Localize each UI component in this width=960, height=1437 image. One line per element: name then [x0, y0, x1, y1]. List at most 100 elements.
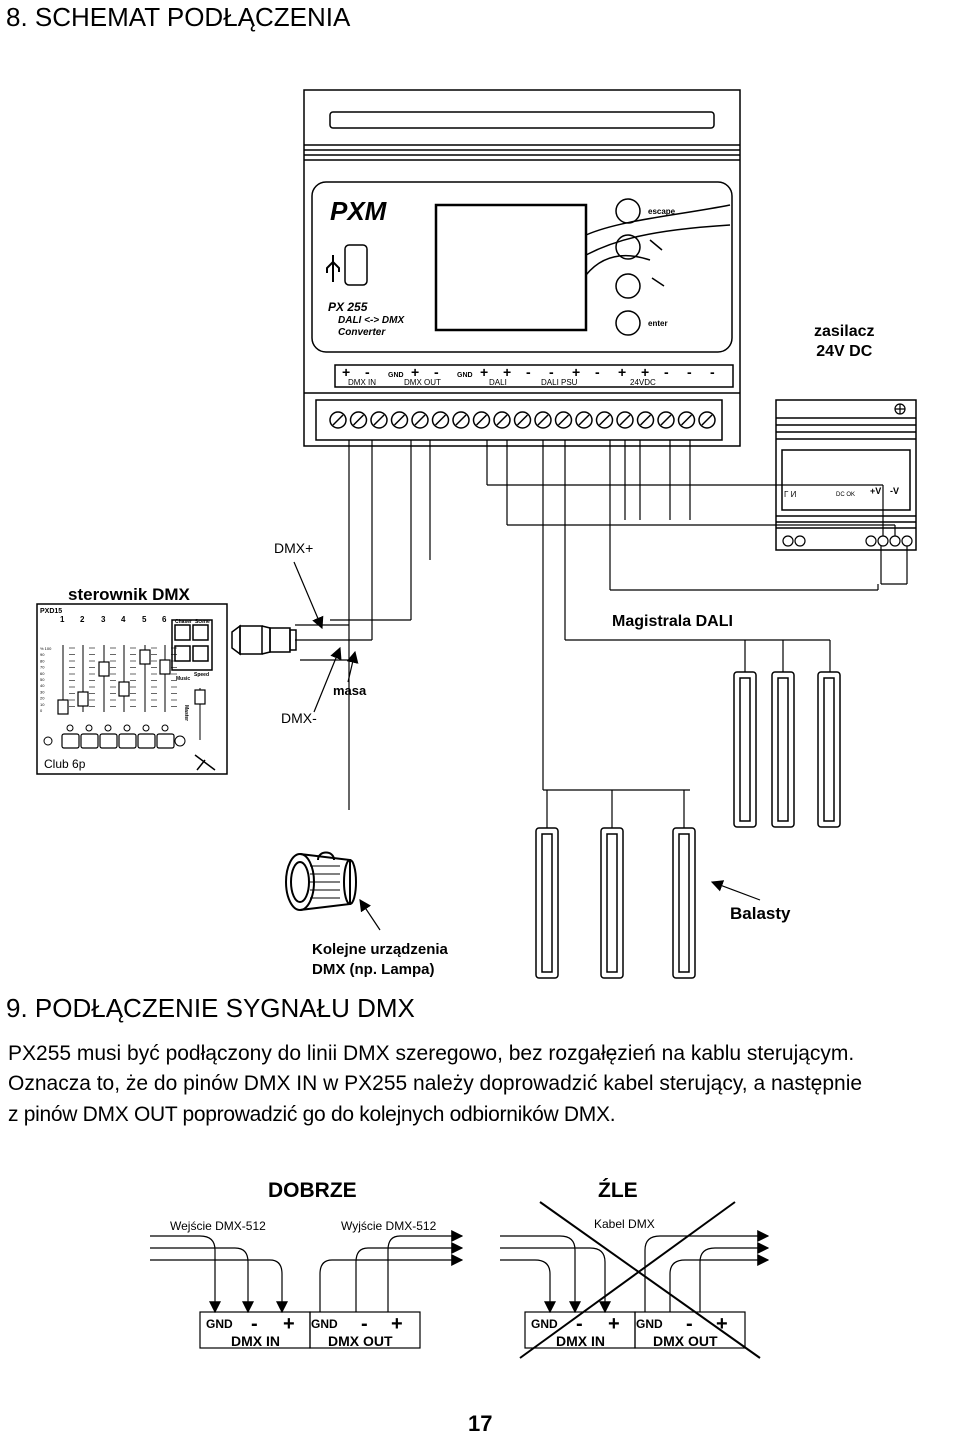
good-output-label: Wyjście DMX-512 — [341, 1219, 437, 1233]
channel-button — [61, 733, 80, 749]
kolejne-label: Kolejne urządzenia DMX (np. Lampa) — [312, 941, 448, 978]
fader-knob — [57, 699, 69, 715]
scale-label: % 100 — [40, 646, 52, 651]
pin-label: - — [251, 1313, 258, 1335]
good-dmx-out: DMX OUT — [328, 1333, 393, 1349]
terminal-screws — [329, 411, 716, 429]
terminal-top-label: - — [549, 364, 554, 380]
ballasts-bus — [535, 671, 841, 979]
psu-plusv-label: +V — [870, 486, 881, 496]
controller-model: PXD15 — [40, 608, 62, 615]
bad-pins: GND-+GND-+ — [531, 1313, 728, 1335]
cross-icon — [519, 1201, 761, 1359]
scale-label: 50 — [40, 677, 45, 682]
fader-knob — [118, 681, 130, 697]
bad-title: ŹLE — [598, 1179, 638, 1202]
channel-button — [80, 733, 99, 749]
controller-chaser: Chaser — [175, 619, 192, 625]
dmx-minus-label: DMX- — [281, 710, 317, 726]
good-input-label: Wejście DMX-512 — [170, 1219, 266, 1233]
pin-label: + — [716, 1313, 728, 1335]
magistrala-label: Magistrala DALI — [612, 613, 733, 630]
enter-label: enter — [648, 319, 668, 328]
channel-button — [118, 733, 137, 749]
paragraph-line-3: z pinów DMX OUT poprowadzić go do kolejn… — [8, 1103, 616, 1126]
balasty-label: Balasty — [730, 904, 791, 923]
px255-device — [303, 89, 741, 447]
good-pins: GND-+GND-+ — [206, 1313, 403, 1335]
fader-knob — [139, 649, 151, 665]
psu-minusv-label: -V — [890, 486, 899, 496]
terminal-top-label: + — [641, 364, 649, 380]
scale-label: 10 — [40, 702, 45, 707]
fader-knob — [77, 691, 89, 707]
terminal-group-label: 24VDC — [630, 378, 656, 387]
psu-title: zasilacz 24V DC — [814, 323, 875, 360]
good-wiring — [150, 1230, 464, 1349]
channel-number: 3 — [101, 615, 106, 624]
scale-label: 0 — [40, 708, 43, 713]
channel-button — [156, 733, 175, 749]
pin-label: - — [361, 1313, 368, 1335]
psu-adj-icon: Γ И — [784, 490, 797, 499]
terminal-top-label: - — [526, 364, 531, 380]
terminal-top-label: + — [572, 364, 580, 380]
bad-cable-label: Kabel DMX — [594, 1217, 655, 1231]
pin-label: + — [608, 1313, 620, 1335]
pin-label: GND — [206, 1317, 233, 1331]
channel-button — [137, 733, 156, 749]
channel-number: 4 — [121, 615, 126, 624]
escape-label: escape — [648, 207, 676, 216]
controller-music: Music — [176, 676, 190, 682]
terminal-top-label: - — [710, 364, 715, 380]
terminal-top-label: + — [342, 364, 350, 380]
subtitle1-label: DALI <-> DMX — [338, 315, 405, 326]
psu-screws — [782, 535, 913, 547]
terminal-top-label: + — [411, 364, 419, 380]
good-title: DOBRZE — [268, 1179, 357, 1202]
fader-knob — [98, 661, 110, 677]
paragraph-line-2: Oznacza to, że do pinów DMX IN w PX255 n… — [8, 1072, 863, 1095]
section-8-title: 8. SCHEMAT PODŁĄCZENIA — [6, 2, 351, 32]
pin-label: - — [686, 1313, 693, 1335]
channel-number: 6 — [162, 615, 167, 624]
controller-scene: Scene — [195, 619, 210, 625]
controller-buttons — [43, 724, 186, 749]
lamp-icon — [285, 851, 357, 911]
psu-dcok-label: DC OK — [836, 492, 855, 498]
section-9-title: 9. PODŁĄCZENIE SYGNAŁU DMX — [6, 993, 415, 1023]
scale-label: 90 — [40, 652, 45, 657]
subtitle2-label: Converter — [338, 327, 386, 338]
controller-club: Club 6p — [44, 757, 86, 771]
brand-logo: PXM — [330, 196, 388, 226]
scale-label: 30 — [40, 689, 45, 694]
channel-number: 5 — [142, 615, 147, 624]
controller-master: Master — [183, 705, 189, 721]
pin-label: + — [391, 1313, 403, 1335]
arrow-keys-icon — [649, 239, 665, 287]
controller-title: sterownik DMX — [68, 585, 190, 604]
good-dmx-in: DMX IN — [231, 1333, 280, 1349]
terminal-group-label: DALI — [489, 378, 507, 387]
usb-icon — [326, 255, 340, 282]
terminal-top-label: GND — [457, 372, 473, 379]
masa-label: masa — [333, 683, 367, 698]
scale-label: 20 — [40, 696, 45, 701]
terminal-top-label: + — [618, 364, 626, 380]
fader-knob — [159, 659, 171, 675]
terminal-group-label: DMX IN — [348, 378, 376, 387]
terminal-top-label: - — [434, 364, 439, 380]
terminal-top-label: GND — [388, 372, 404, 379]
pin-label: GND — [311, 1317, 338, 1331]
channel-button — [99, 733, 118, 749]
pin-label: - — [576, 1313, 583, 1335]
master-fader-knob — [194, 689, 206, 705]
annotation-arrows — [293, 561, 761, 931]
bad-dmx-out: DMX OUT — [653, 1333, 718, 1349]
terminal-top-label: - — [365, 364, 370, 380]
xlr-plug — [231, 624, 297, 656]
